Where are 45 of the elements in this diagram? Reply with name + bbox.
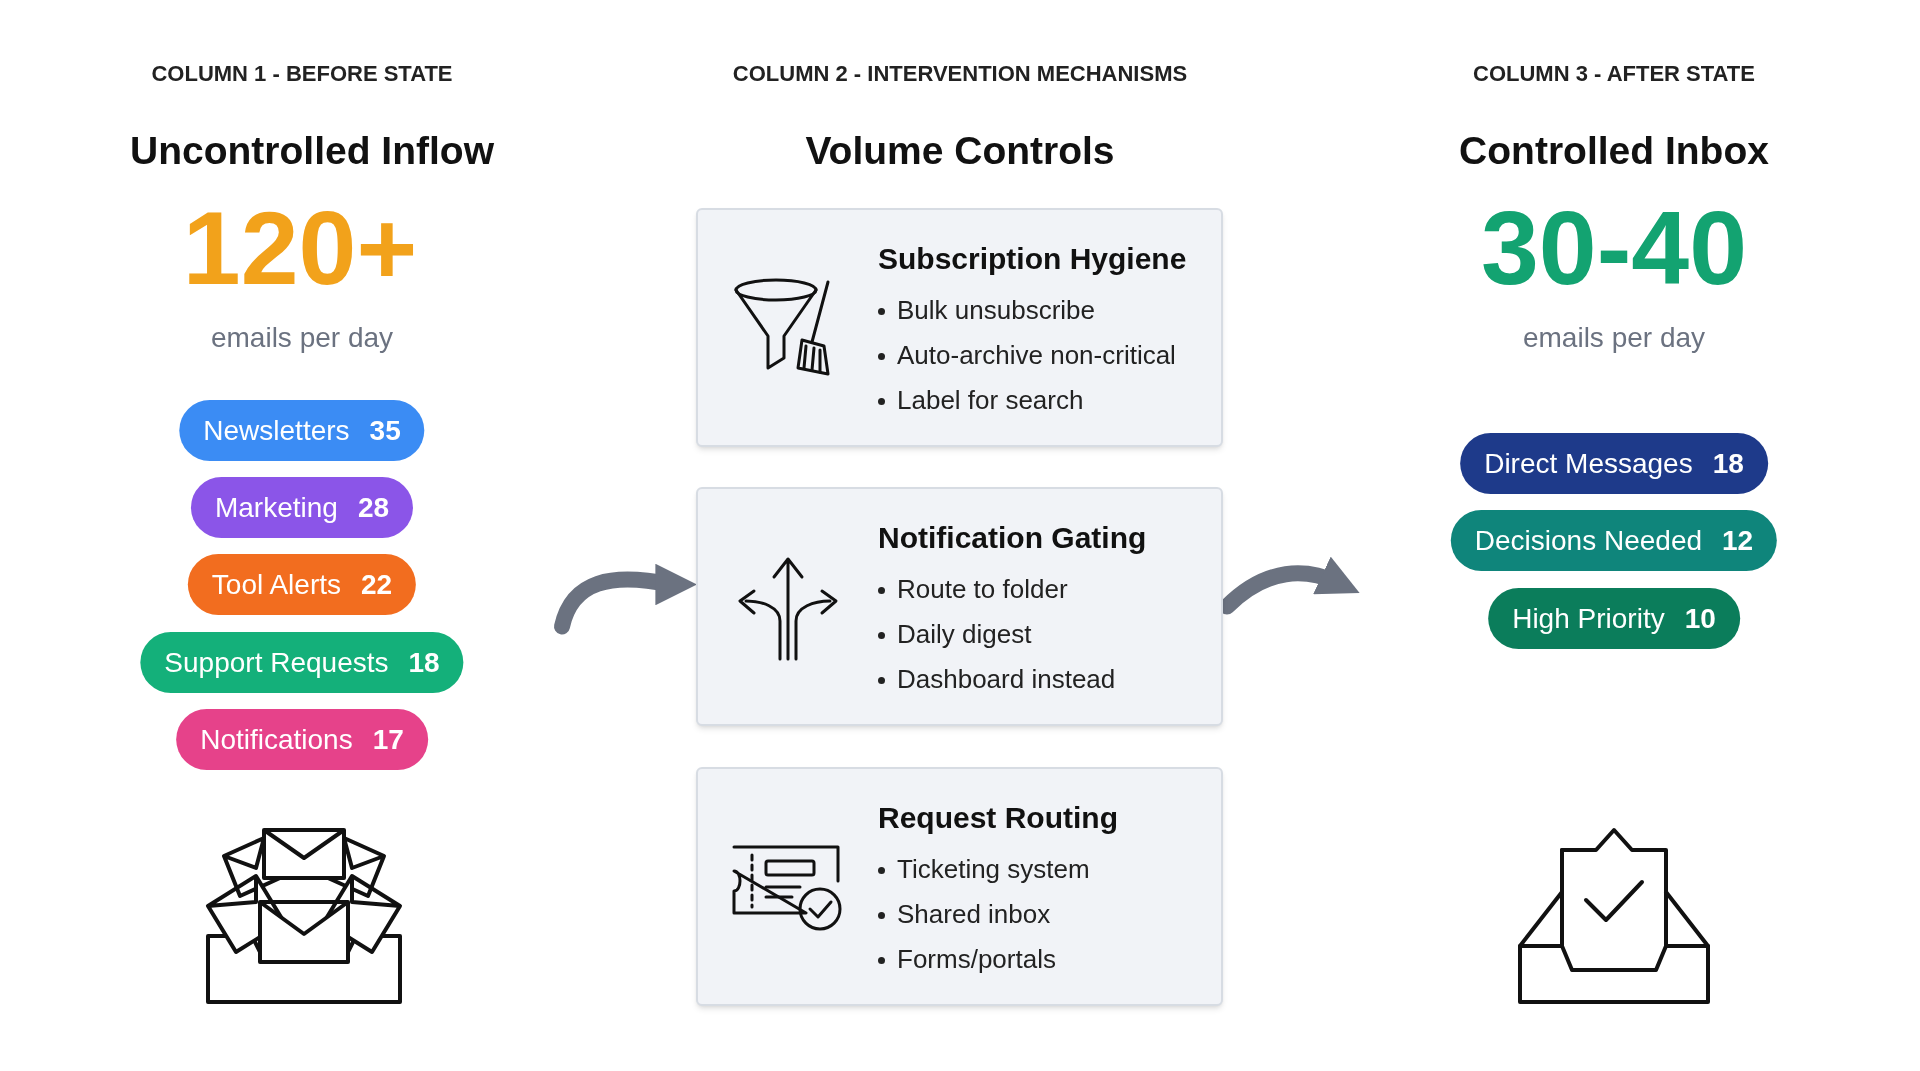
category-count: 17: [372, 722, 404, 757]
bullet-item: Shared inbox: [878, 894, 1118, 934]
big-number: 30-40: [1481, 196, 1747, 300]
column-title: Uncontrolled Inflow: [130, 128, 494, 174]
big-number: 120+: [182, 196, 418, 300]
bullet-item: Ticketing system: [878, 849, 1118, 889]
column-heading: COLUMN 2 - INTERVENTION MECHANISMS: [732, 60, 1188, 88]
caption-text: emails per day: [210, 321, 394, 355]
bullet-item: Label for search: [878, 380, 1187, 420]
category-pill: [1488, 588, 1740, 649]
card-title: Notification Gating: [878, 519, 1147, 556]
curved-arrow: [554, 563, 697, 635]
column-heading: COLUMN 3 - AFTER STATE: [1473, 60, 1755, 88]
bullet-item: Auto-archive non-critical: [878, 335, 1187, 375]
category-name: Decisions Needed: [1474, 523, 1703, 558]
category-count: 35: [369, 413, 401, 448]
category-pill: [1460, 433, 1768, 494]
mechanism-card: [696, 487, 1223, 726]
card-title: Request Routing: [878, 799, 1118, 836]
column-heading: COLUMN 1 - BEFORE STATE: [151, 60, 453, 88]
category-name: High Priority: [1512, 601, 1665, 636]
card-title: Subscription Hygiene: [878, 240, 1187, 277]
category-pill: [176, 709, 428, 770]
category-count: 12: [1722, 523, 1754, 558]
bullet-item: Daily digest: [878, 614, 1147, 654]
mechanism-card: [696, 208, 1223, 447]
category-name: Notifications: [200, 722, 353, 757]
bullet-item: Bulk unsubscribe: [878, 290, 1187, 330]
category-count: 22: [361, 567, 393, 602]
category-count: 28: [357, 490, 390, 525]
bullet-item: Route to folder: [878, 569, 1147, 609]
column-title: Volume Controls: [805, 128, 1115, 174]
category-name: Support Requests: [164, 645, 389, 680]
category-count: 18: [1712, 446, 1744, 481]
category-name: Direct Messages: [1484, 446, 1693, 481]
category-count: 10: [1684, 601, 1716, 636]
mechanism-card: [696, 767, 1223, 1006]
bullet-item: Dashboard instead: [878, 659, 1147, 699]
caption-text: emails per day: [1522, 321, 1706, 355]
column-title: Controlled Inbox: [1459, 128, 1769, 174]
category-name: Newsletters: [203, 413, 350, 448]
category-name: Marketing: [214, 490, 338, 525]
category-count: 18: [408, 645, 440, 680]
bullet-item: Forms/portals: [878, 939, 1118, 979]
category-name: Tool Alerts: [211, 567, 341, 602]
